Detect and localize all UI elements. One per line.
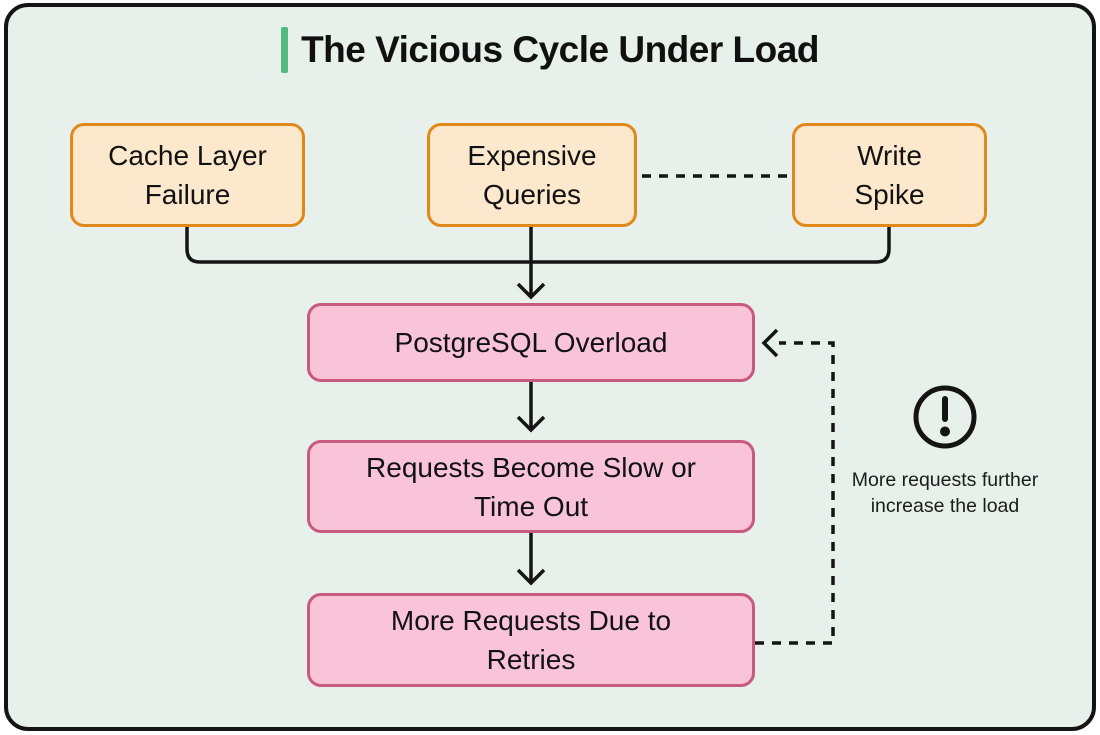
node-cache-layer-failure: Cache Layer Failure xyxy=(70,123,305,227)
node-postgresql-overload: PostgreSQL Overload xyxy=(307,303,755,382)
diagram-title: The Vicious Cycle Under Load xyxy=(301,29,819,70)
feedback-loop-connector xyxy=(755,328,835,645)
node-label-line: Spike xyxy=(854,179,925,210)
feedback-annotation: More requests further increase the load xyxy=(848,468,1042,519)
arrow-overload-to-slow xyxy=(516,382,546,433)
annotation-line: the load xyxy=(949,494,1020,517)
annotation-line: More requests xyxy=(851,469,977,491)
node-requests-slow-or-timeout: Requests Become Slow or Time Out xyxy=(307,440,755,533)
node-label-line: Retries xyxy=(486,644,576,675)
node-label-line: PostgreSQL Overload xyxy=(394,327,668,358)
node-label-line: Requests Become Slow or xyxy=(366,451,696,483)
diagram-title-row: The Vicious Cycle Under Load xyxy=(0,24,1100,76)
exclamation-circle-icon xyxy=(913,385,977,449)
cause-merge-connector xyxy=(185,227,891,300)
node-label-line: Failure xyxy=(144,179,231,210)
node-label-line: Queries xyxy=(482,179,582,210)
title-accent-bar xyxy=(281,27,289,73)
node-label-line: Write xyxy=(857,140,922,171)
arrow-slow-to-retries xyxy=(516,533,546,586)
node-label-line: Cache Layer xyxy=(108,140,267,171)
node-label-line: Time Out xyxy=(473,490,589,522)
annotation-line: further increase xyxy=(870,469,1039,517)
node-more-requests-retries: More Requests Due to Retries xyxy=(307,593,755,687)
node-label-line: Expensive xyxy=(467,140,597,171)
node-expensive-queries: Expensive Queries xyxy=(427,123,637,227)
node-write-spike: Write Spike xyxy=(792,123,987,227)
node-label-line: More Requests Due to xyxy=(390,605,672,636)
